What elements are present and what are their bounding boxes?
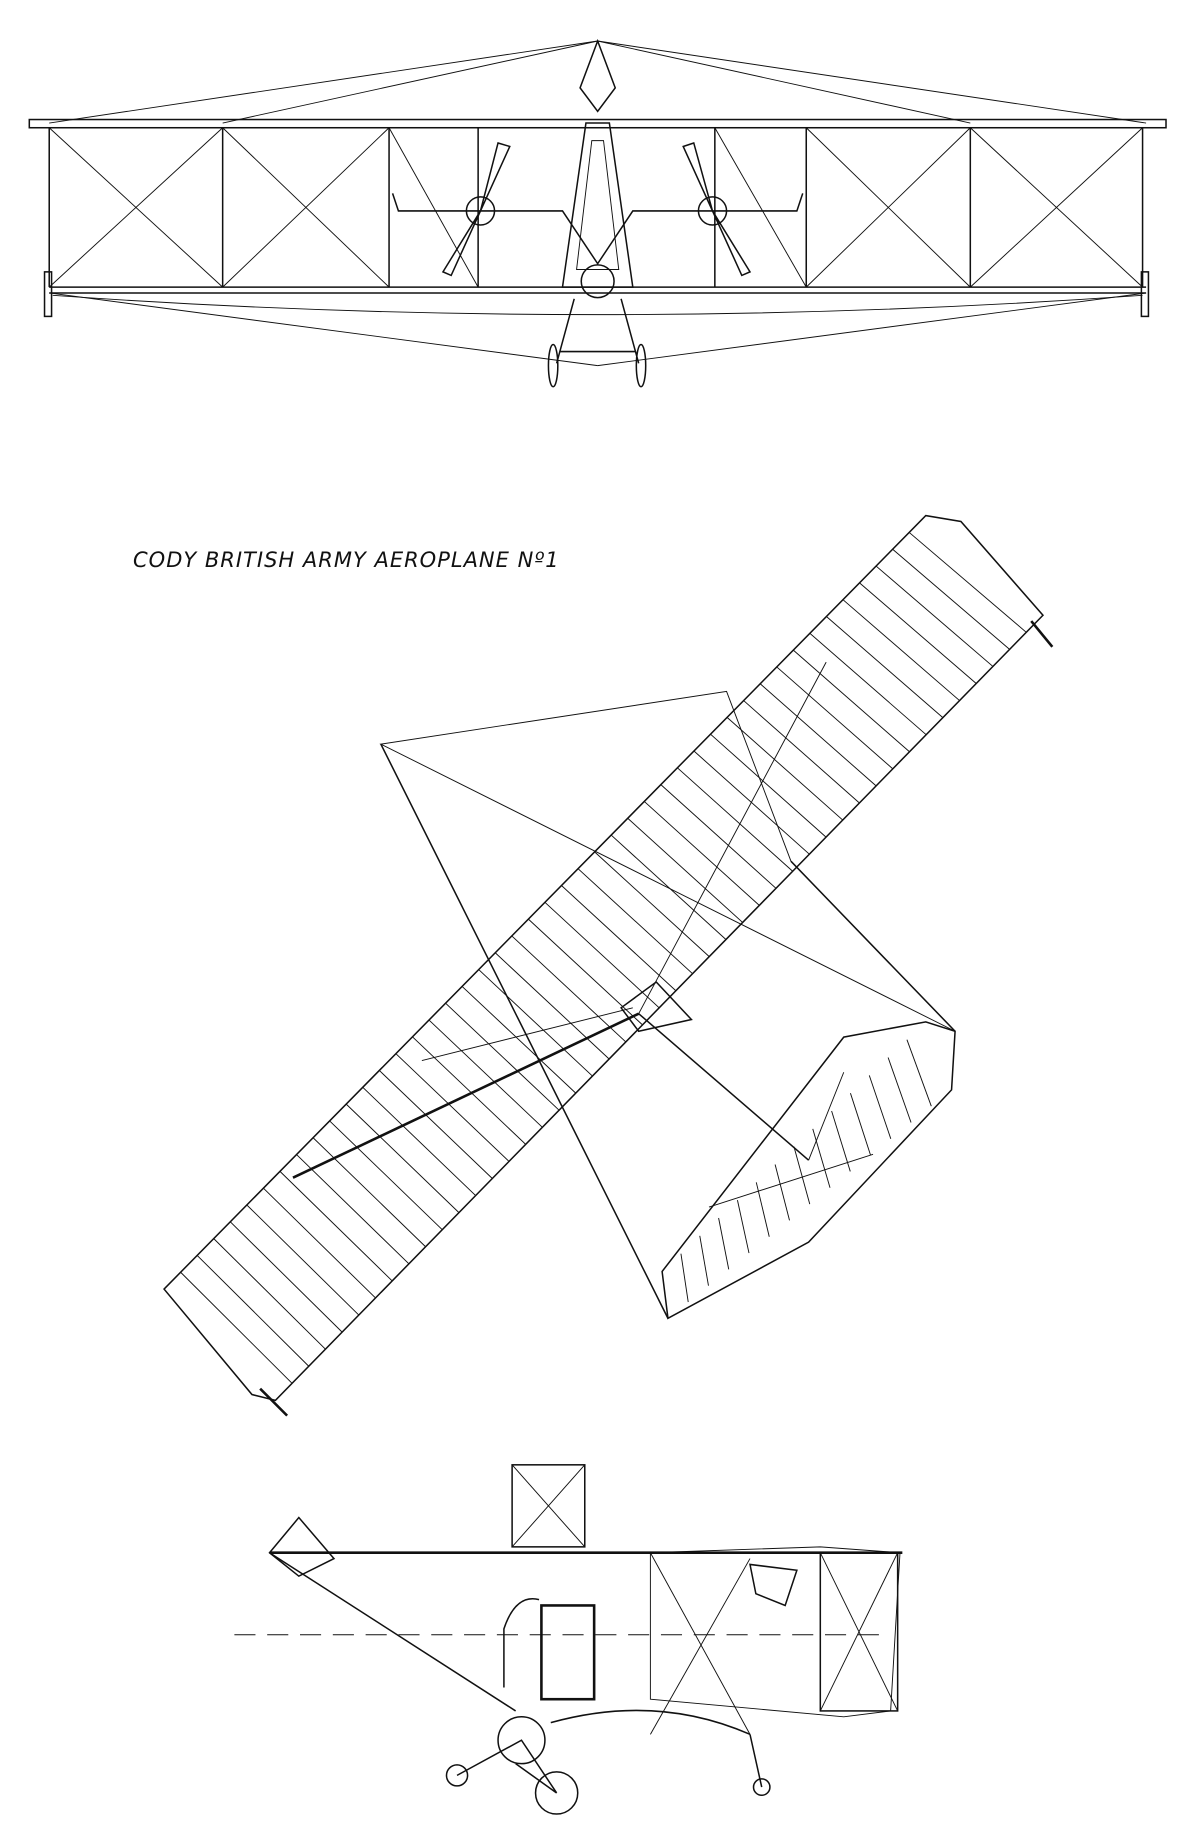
wing-rib [908, 532, 1027, 633]
radiator [540, 1604, 596, 1701]
wing-rib [362, 1086, 476, 1196]
wing-rib [229, 1221, 343, 1333]
elevator-rib [699, 1235, 709, 1286]
rudder [819, 1551, 899, 1712]
wing-rib [809, 632, 927, 736]
main-wheel [534, 1771, 579, 1815]
side-view [234, 1464, 903, 1815]
wing-rib [842, 599, 960, 701]
wing-rib [726, 717, 844, 821]
front-elevator-side [268, 1516, 336, 1578]
wing-rib [743, 700, 860, 804]
wing-rib [213, 1238, 326, 1350]
wing-rib [511, 935, 627, 1043]
wing-rib [478, 969, 593, 1077]
plan-view [163, 514, 1054, 1417]
wing-rib [263, 1187, 376, 1299]
bracing-wire [714, 127, 807, 288]
elevator-rib [868, 1075, 892, 1139]
wing-rib [329, 1120, 443, 1231]
elevator-rib [680, 1253, 689, 1303]
tail-booms [379, 690, 956, 1032]
wing-rib [494, 952, 610, 1060]
elevator-rib [849, 1093, 871, 1156]
wing-rib [279, 1171, 393, 1282]
elevator-rib [831, 1110, 851, 1172]
flag [749, 1563, 798, 1607]
wing-rib [379, 1070, 493, 1179]
wing-rib [677, 767, 793, 872]
elevator-rib [906, 1039, 932, 1107]
bracing-wire [805, 127, 971, 288]
bracing-wire [388, 127, 479, 288]
elevator-rib [793, 1146, 811, 1205]
wing-rib [660, 784, 777, 889]
wing-rib [643, 801, 760, 906]
wing-rib [412, 1036, 527, 1145]
wing-rib [196, 1255, 310, 1367]
wing-rib [461, 986, 577, 1094]
elevator-rib [774, 1164, 790, 1221]
wing-rib [759, 683, 877, 787]
nacelle [561, 122, 634, 288]
tail-wheel [752, 1778, 771, 1797]
left-propeller [441, 142, 511, 277]
wing-rib [528, 918, 643, 1026]
elevator-rib [887, 1057, 912, 1123]
wing-rib [445, 1002, 560, 1111]
elevator-rib [812, 1128, 831, 1188]
front-view [28, 38, 1167, 388]
skid-wheel [445, 1764, 469, 1787]
elevator-rib [718, 1217, 730, 1270]
right-propeller [682, 141, 752, 277]
wing-rib [544, 901, 660, 1009]
kingpost [579, 38, 617, 113]
wing-rib [561, 885, 677, 992]
wing-rib [610, 834, 727, 940]
right-propeller-hub [697, 196, 728, 226]
wing-rib [428, 1019, 543, 1128]
wing-rib [345, 1103, 460, 1213]
bracing-wire [969, 127, 1143, 288]
wing-rib [826, 616, 944, 718]
wing-rib [792, 649, 910, 753]
wing-rib [577, 868, 693, 975]
elevator-rib [736, 1200, 750, 1254]
wing-rib [710, 733, 827, 838]
wing-rib [180, 1271, 293, 1384]
elevator-plan [661, 1021, 956, 1320]
wing-rib [246, 1204, 360, 1316]
wing-rib [296, 1154, 410, 1265]
elevator-rib [755, 1182, 770, 1237]
upper-wing [28, 118, 1167, 129]
drawing-title: CODY BRITISH ARMY AEROPLANE Nº1 [133, 548, 560, 572]
bracing-wire [222, 127, 390, 288]
wing-rib [892, 548, 1010, 650]
wing-rib [395, 1053, 510, 1162]
wing-rib [312, 1137, 426, 1248]
main-wing-plan [163, 514, 1045, 1402]
bracing-wire [48, 127, 223, 288]
wing-rib [627, 817, 743, 923]
wing-rib [594, 851, 710, 957]
wing-rib [776, 666, 894, 770]
left-wheel [547, 343, 559, 388]
front-wheel [497, 1716, 546, 1765]
top-kite-box [511, 1464, 586, 1548]
left-propeller-hub [465, 196, 496, 226]
wing-rib [859, 582, 977, 684]
undercarriage [555, 298, 640, 364]
right-wheel [635, 343, 647, 388]
nacelle-plan [620, 981, 693, 1033]
wing-rib [875, 565, 994, 667]
